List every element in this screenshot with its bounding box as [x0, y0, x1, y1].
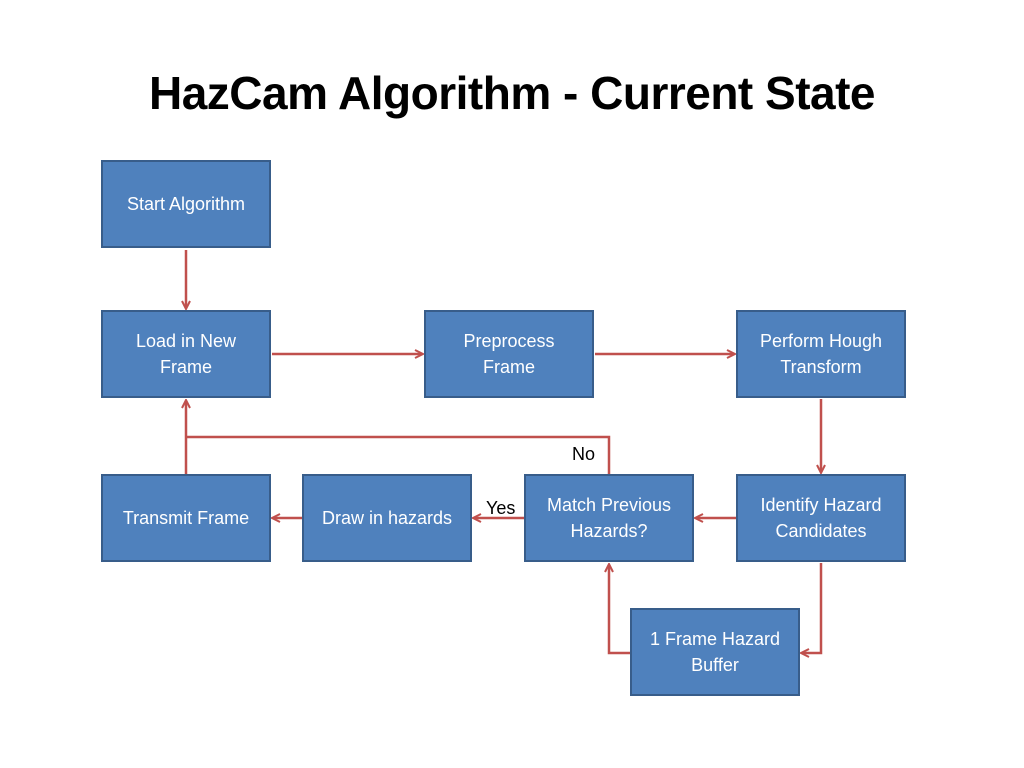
node-draw-hazards: Draw in hazards — [302, 474, 472, 562]
node-match-previous-hazards: Match Previous Hazards? — [524, 474, 694, 562]
node-load-new-frame: Load in New Frame — [101, 310, 271, 398]
arrow-buffer-to-match — [609, 565, 630, 655]
edge-label-yes: Yes — [486, 498, 516, 518]
edge-label-no: No — [572, 444, 596, 464]
arrow-match-no-loop — [186, 435, 611, 474]
node-frame-hazard-buffer: 1 Frame Hazard Buffer — [630, 608, 800, 696]
node-preprocess-frame: Preprocess Frame — [424, 310, 594, 398]
node-transmit-frame: Transmit Frame — [101, 474, 271, 562]
node-start-algorithm: Start Algorithm — [101, 160, 271, 248]
arrow-identify-to-buffer — [802, 563, 823, 653]
node-identify-hazard-candidates: Identify Hazard Candidates — [736, 474, 906, 562]
node-hough-transform: Perform Hough Transform — [736, 310, 906, 398]
slide-title: HazCam Algorithm - Current State — [148, 67, 876, 119]
